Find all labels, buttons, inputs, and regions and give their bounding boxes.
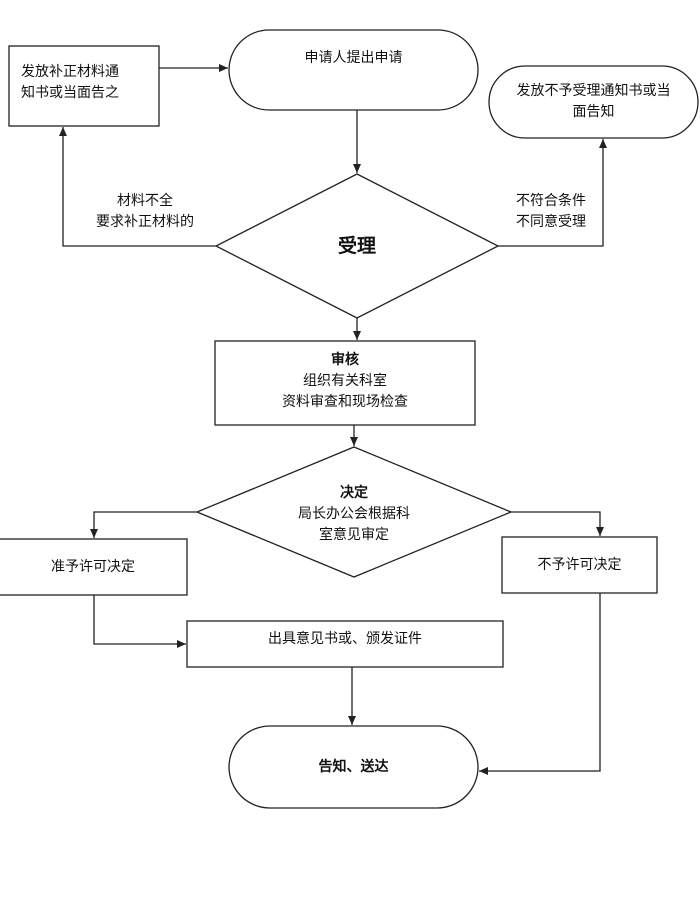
node-approve-label: 准予许可决定 [51, 559, 135, 575]
node-notify-terminal [228, 725, 479, 809]
node-decision-label: 决定 局长办公会根据科 室意见审定 [298, 485, 410, 543]
edge-incomplete-label: 材料不全 要求补正材料的 [96, 193, 194, 230]
node-supplement-notice-box [8, 45, 160, 127]
node-reject-notice-terminal [488, 65, 699, 139]
node-start-label: 申请人提出申请 [304, 50, 403, 66]
edge-decision-to-approve [90, 511, 197, 538]
node-reject-notice-label: 发放不予受理通知书或当 面告知 [516, 83, 671, 120]
node-approve-box [0, 538, 188, 596]
edge-accept-to-reject [498, 139, 607, 247]
edge-deny-to-notify [479, 593, 601, 775]
node-review-box [214, 340, 476, 426]
node-issue-label: 出具意见书或、颁发证件 [268, 631, 422, 647]
node-accept-label: 受理 [337, 235, 376, 257]
node-start-terminal [228, 29, 479, 111]
node-review-label: 审核 组织有关科室 资料审查和现场检查 [282, 352, 408, 410]
edge-decision-to-deny [511, 511, 604, 536]
edge-nonconforming-label: 不符合条件 不同意受理 [516, 193, 586, 230]
edge-approve-to-issue [93, 595, 186, 648]
node-notify-label: 告知、送达 [318, 759, 389, 775]
node-decision-diamond [195, 446, 513, 578]
node-issue-box [186, 620, 504, 668]
node-deny-box [501, 536, 658, 594]
edge-accept-to-supplement [59, 127, 216, 247]
node-deny-label: 不予许可决定 [537, 557, 622, 573]
node-supplement-notice-label: 发放补正材料通 知书或当面告之 [21, 64, 119, 101]
